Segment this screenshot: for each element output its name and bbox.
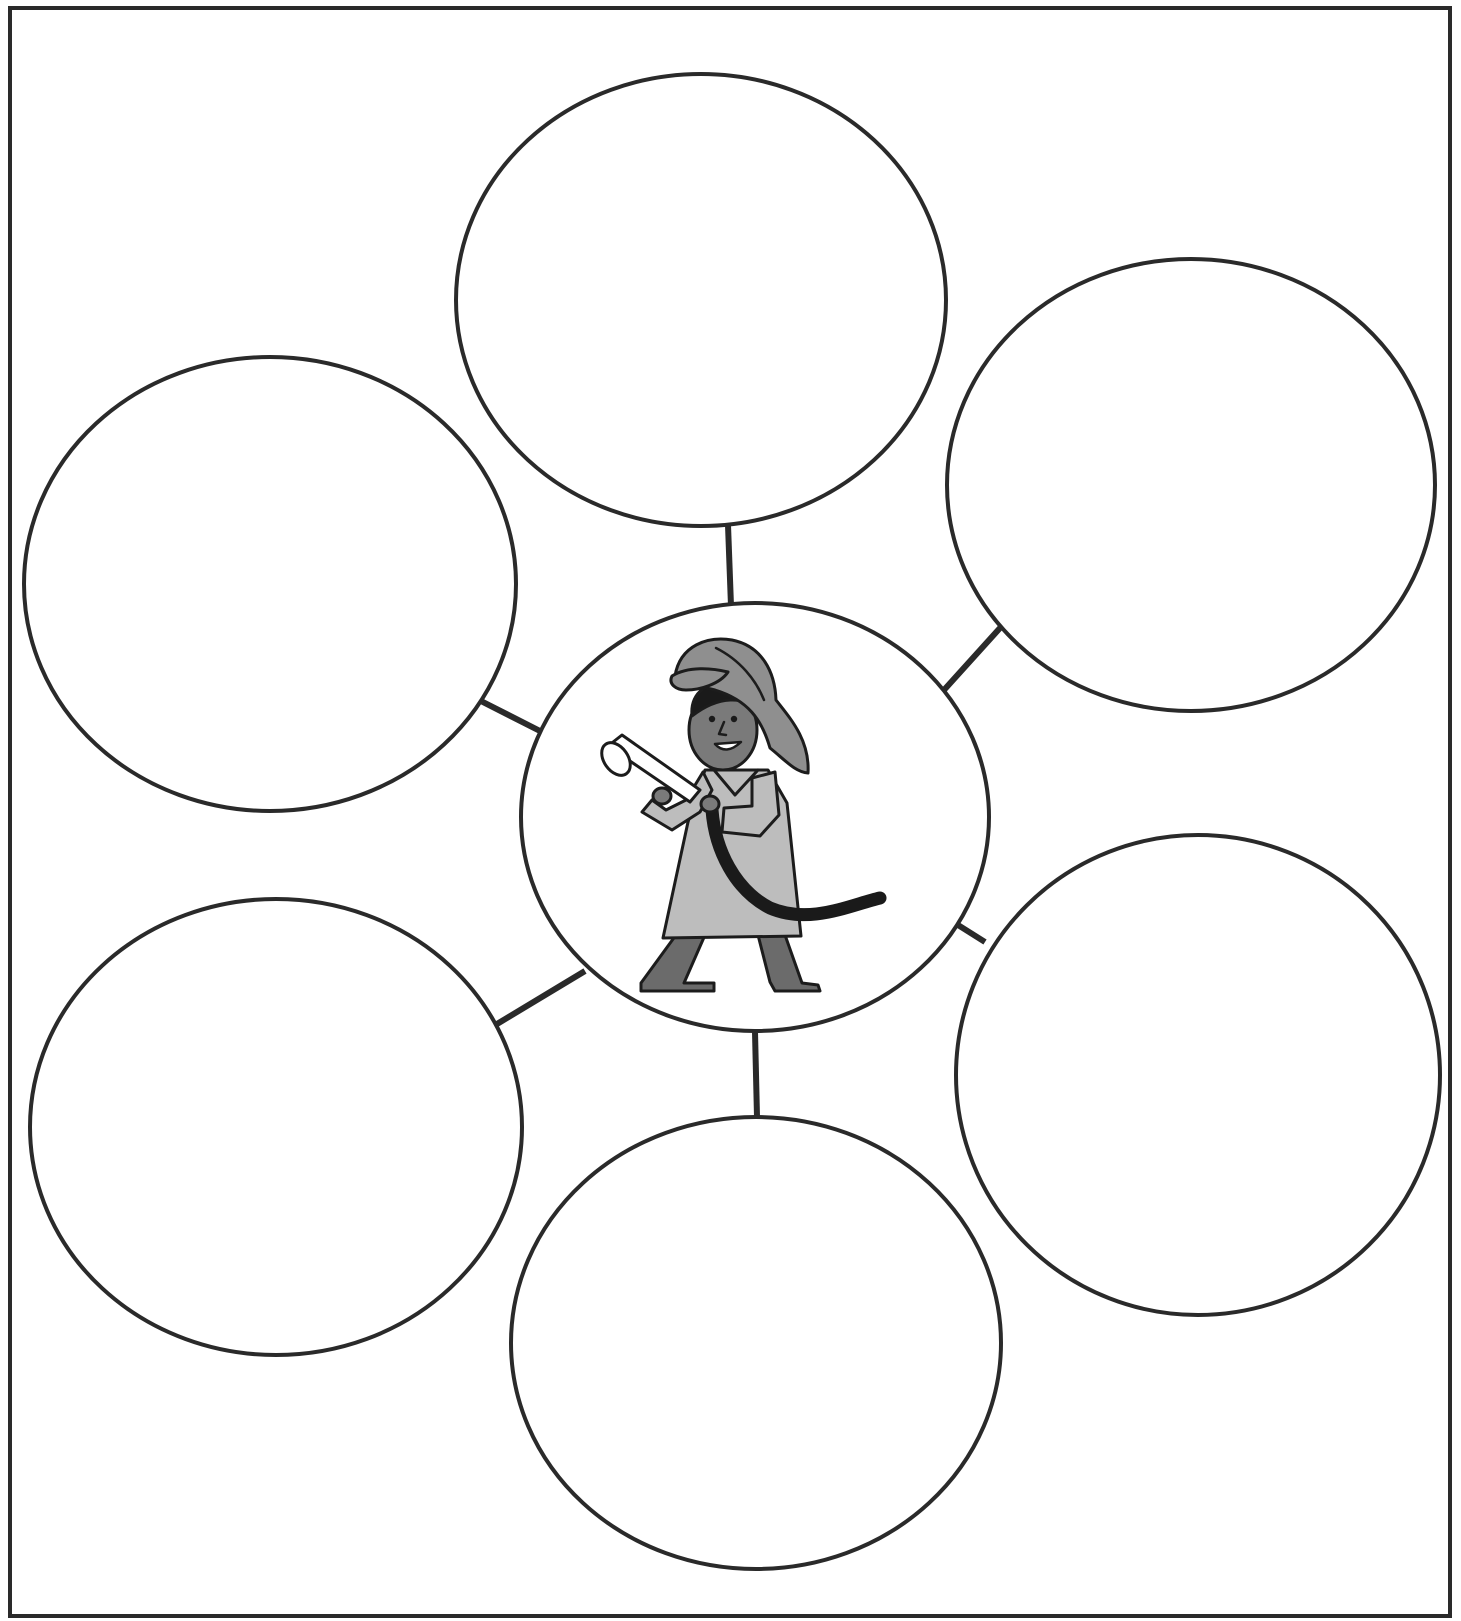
connector-bottom-left [492,971,585,1027]
bubble-top-left[interactable] [24,357,516,811]
bubble-top-right[interactable] [947,259,1435,711]
eye-right-icon [731,716,737,722]
bubble-bottom-left[interactable] [30,899,522,1355]
bubble-top[interactable] [456,74,946,526]
connector-top [728,525,731,606]
connector-top-left [475,698,540,731]
eye-left-icon [709,716,715,722]
connector-bottom-right [958,925,985,942]
bubble-bottom-right[interactable] [956,835,1440,1315]
connector-bottom [755,1032,757,1117]
bubble-bottom[interactable] [511,1117,1001,1569]
right-hand-icon [701,796,719,812]
left-hand-icon [653,788,671,804]
connector-top-right [944,628,1000,690]
